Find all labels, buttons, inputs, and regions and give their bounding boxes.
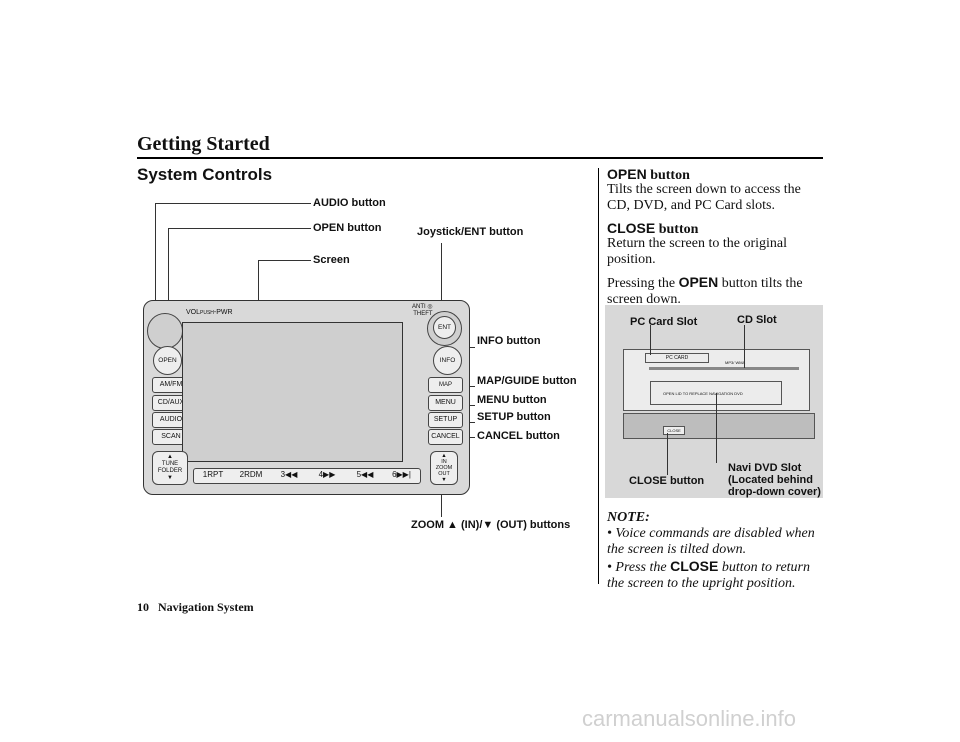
cd-slot xyxy=(649,367,799,370)
manual-title: Navigation System xyxy=(158,600,254,614)
pc-leader xyxy=(650,325,651,355)
joystick-callout: Joystick/ENT button xyxy=(417,226,524,238)
cd-slot-label: CD Slot xyxy=(737,314,777,326)
cancel-callout: CANCEL button xyxy=(477,430,560,442)
bottom-panel xyxy=(623,413,815,439)
open-button[interactable]: OPEN xyxy=(153,346,182,375)
close-heading: CLOSE button xyxy=(607,220,699,237)
pc-card-slot: PC CARD xyxy=(645,353,709,363)
joystick-leader xyxy=(441,243,442,321)
open-callout: OPEN button xyxy=(313,222,382,234)
page-footer: 10 Navigation System xyxy=(137,600,254,615)
close-button-label: CLOSE button xyxy=(629,475,705,487)
tune-folder-button[interactable]: ▲ TUNE FOLDER ▼ xyxy=(152,451,188,485)
volume-knob[interactable] xyxy=(147,313,183,349)
zoom-leader xyxy=(441,482,442,517)
screen[interactable] xyxy=(182,322,403,462)
close-description: Return the screen to the original positi… xyxy=(607,236,787,267)
audio-callout: AUDIO button xyxy=(313,197,386,209)
info-callout: INFO button xyxy=(477,335,541,347)
preset-4[interactable]: 4▶▶ xyxy=(318,470,336,479)
menu-callout: MENU button xyxy=(477,394,547,406)
pc-card-slot-label: PC Card Slot xyxy=(630,316,698,328)
preset-5[interactable]: 5◀◀ xyxy=(356,470,374,479)
audio-leader xyxy=(155,203,311,204)
watermark: carmanualsonline.info xyxy=(582,706,797,731)
mp3-label: MP3/ WMA xyxy=(725,360,746,365)
open-tilt-text: Pressing the OPEN button tilts the scree… xyxy=(607,274,803,307)
map-guide-button[interactable]: MAP GUIDE xyxy=(428,377,463,402)
open-heading: OPEN button xyxy=(607,166,690,183)
setup-button[interactable]: SETUP xyxy=(428,412,463,428)
subtitle: System Controls xyxy=(137,165,273,184)
ent-button[interactable]: ENT xyxy=(433,316,456,339)
cd-leader xyxy=(744,325,745,368)
close-leader xyxy=(667,433,668,475)
column-divider xyxy=(598,168,599,584)
screen-leader xyxy=(258,260,311,261)
open-description: Tilts the screen down to access the CD, … xyxy=(607,182,801,213)
am-fm-button[interactable]: AM/FM xyxy=(152,377,190,393)
page-number: 10 xyxy=(137,600,149,614)
section-title: Getting Started xyxy=(137,133,270,155)
slot-illustration: PC CARD MP3/ WMA OPEN LID TO REPLACE NAV… xyxy=(605,305,823,498)
note-item: • Press the CLOSE button to return the s… xyxy=(607,558,810,591)
dvd-cover-text: OPEN LID TO REPLACE NAVIGATION DVD xyxy=(663,391,743,396)
note-item: • Voice commands are disabled when the s… xyxy=(607,526,815,557)
vol-pwr-label: VOLPUSH-PWR xyxy=(186,309,233,316)
dvd-leader xyxy=(716,393,717,463)
screen-callout: Screen xyxy=(313,254,350,266)
preset-1[interactable]: 1RPT xyxy=(202,470,224,479)
close-key[interactable]: CLOSE xyxy=(663,426,685,435)
title-rule xyxy=(137,157,823,159)
setup-callout: SETUP button xyxy=(477,411,551,423)
zoom-button[interactable]: ▲ IN ZOOM OUT ▼ xyxy=(430,451,458,485)
zoom-callout: ZOOM ▲ (IN)/▼ (OUT) buttons xyxy=(411,519,571,531)
audio-button[interactable]: AUDIO xyxy=(152,412,190,428)
preset-3[interactable]: 3◀◀ xyxy=(280,470,298,479)
note-title: NOTE: xyxy=(607,510,650,525)
navi-dvd-slot-label: Navi DVD Slot (Located behind drop-down … xyxy=(728,462,821,498)
cancel-button[interactable]: CANCEL xyxy=(428,429,463,445)
menu-button[interactable]: MENU xyxy=(428,395,463,411)
open-leader xyxy=(168,228,311,229)
open-leader-v xyxy=(168,228,169,350)
map-guide-callout: MAP/GUIDE button xyxy=(477,375,577,387)
info-button[interactable]: INFO xyxy=(433,346,462,375)
anti-theft-label: ANTI ◎ THEFT xyxy=(412,304,433,317)
preset-2[interactable]: 2RDM xyxy=(239,470,263,479)
preset-bar xyxy=(193,468,421,484)
preset-6[interactable]: 6▶▶| xyxy=(392,470,411,479)
